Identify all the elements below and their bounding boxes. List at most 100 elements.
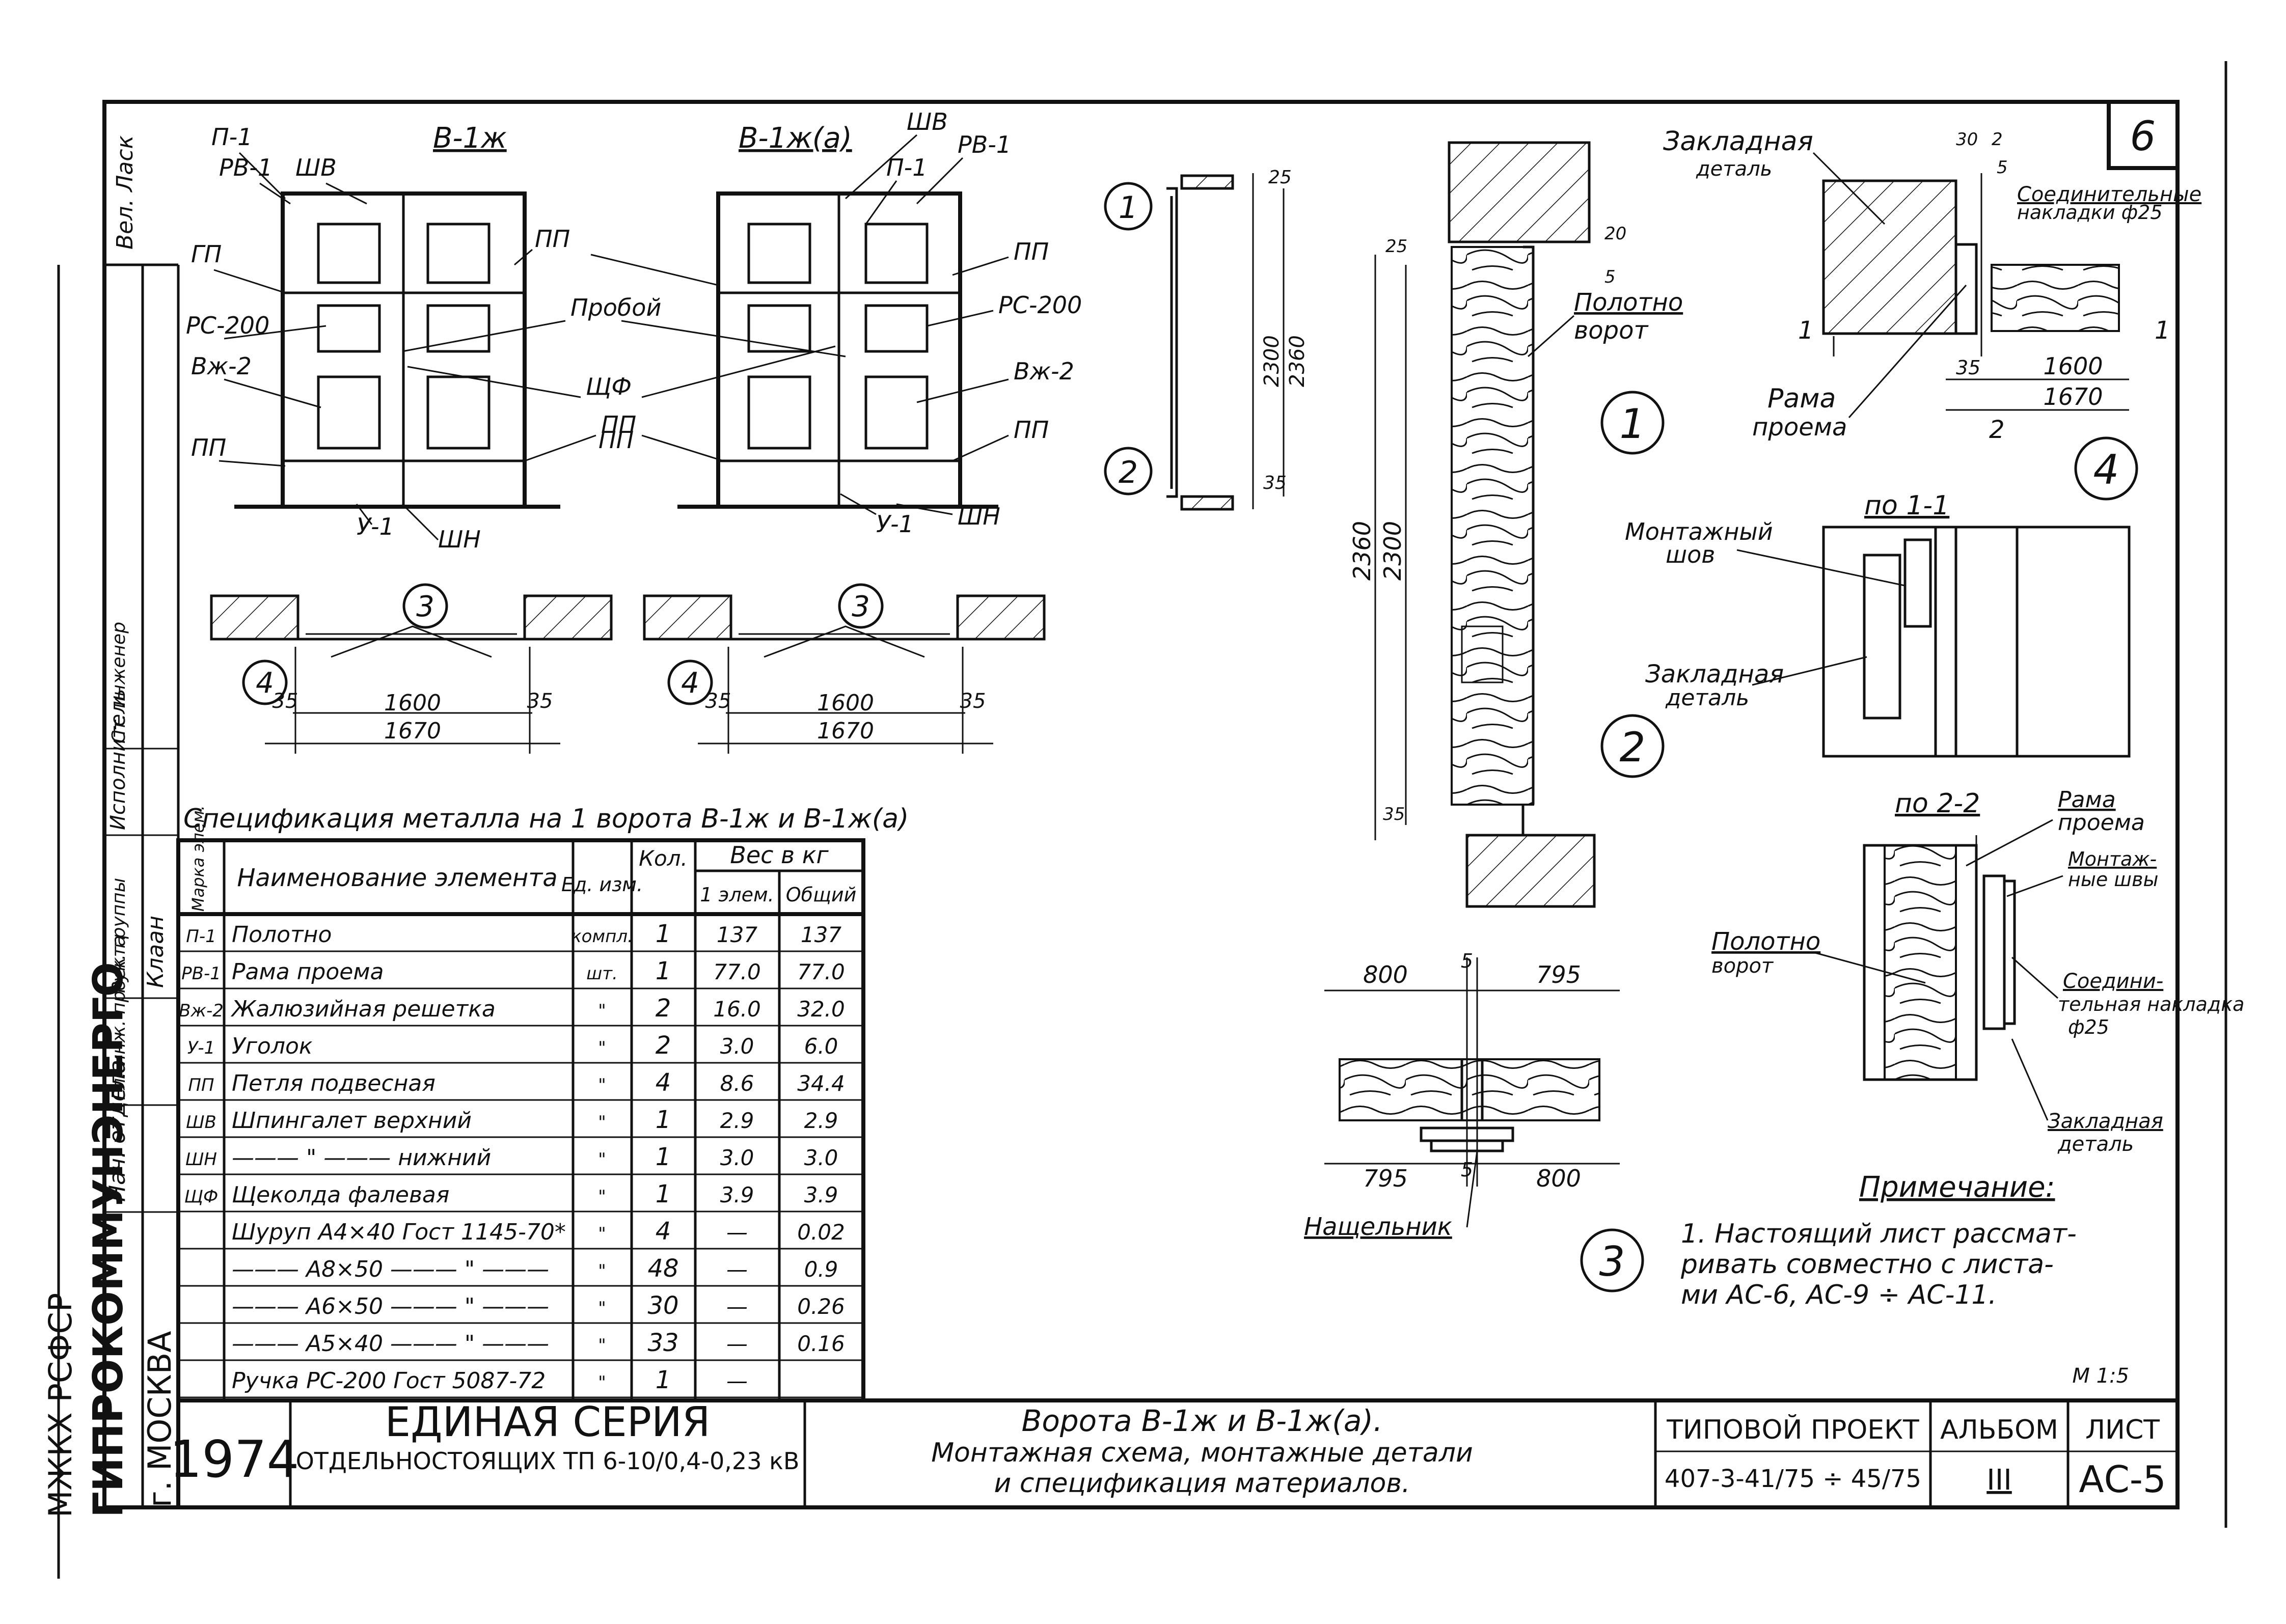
spec-cell-wtotal: 0.9 (804, 1257, 838, 1282)
lbl-r-shn: ШН (958, 503, 1000, 530)
hdr-mark: Марка элем. (188, 805, 208, 912)
spec-cell-unit: " (598, 1372, 606, 1393)
d4-label-soed: Соединительные (2017, 183, 2201, 206)
tb-desc-1: Ворота В-1ж и В-1ж(а). (1022, 1403, 1383, 1438)
spec-cell-unit: " (598, 1001, 606, 1021)
sec22-det: деталь (2057, 1133, 2134, 1156)
spec-cell-wtotal: 0.16 (797, 1331, 845, 1356)
gate-elevation-left: В-1ж П-1 РВ-1 ШВ ГП РС-200 Вж-2 ПП ПП У-… (186, 122, 634, 553)
d4-dim-5: 5 (1997, 157, 2008, 178)
spec-cell-name: Щеколда фалевая (232, 1182, 449, 1208)
sec-big-dim-20: 20 (1604, 224, 1626, 244)
lbl-l-shv: ШВ (295, 154, 337, 181)
d4-mark: 4 (2093, 446, 2119, 493)
spec-cell-qty: 1 (656, 1366, 671, 1394)
spec-cell-mark: У-1 (187, 1038, 215, 1058)
spec-cell-wtotal: 6.0 (804, 1034, 838, 1059)
spec-cell-w1: 3.0 (720, 1034, 754, 1059)
plan-l-mark-l: 4 (256, 667, 274, 700)
scale-label: М 1:5 (2072, 1364, 2129, 1388)
spec-cell-qty: 2 (656, 1031, 671, 1060)
spec-cell-mark: ШН (185, 1149, 217, 1170)
spec-cell-unit: " (598, 1149, 606, 1170)
tb-desc-2: Монтажная схема, монтажные детали (931, 1438, 1473, 1468)
d4-dim-1670: 1670 (2043, 383, 2103, 410)
plan-r-dim-35b: 35 (960, 690, 986, 713)
spec-cell-unit: " (598, 1075, 606, 1095)
tb-series-1: ЕДИНАЯ СЕРИЯ (385, 1398, 711, 1446)
lbl-c-pp: ПП (535, 225, 570, 253)
sec22-f25: ф25 (2068, 1016, 2109, 1038)
sec11-label-det: деталь (1665, 685, 1749, 711)
spec-cell-unit: шт. (586, 964, 618, 984)
org-line-3: г. МОСКВА (141, 1331, 178, 1507)
d3-dim-800a: 800 (1363, 961, 1408, 988)
spec-cell-w1: 3.0 (720, 1145, 754, 1170)
d4-label-proema: проема (1752, 413, 1847, 442)
lbl-c-pp2: ПП (601, 411, 636, 438)
lbl-l-pp: ПП (191, 434, 226, 461)
sec11-label-mont: Монтажный (1625, 518, 1773, 545)
signer-name: Клаан (143, 916, 169, 988)
org-line-1: МЖКХ РСФСР (42, 1293, 79, 1518)
tb-album-num: III (1986, 1464, 2012, 1497)
lbl-r-shv: ШВ (907, 108, 948, 135)
spec-cell-unit: компл. (571, 926, 633, 947)
lbl-r-rs200: РС-200 (998, 291, 1082, 319)
hdr-name: Наименование элемента (237, 864, 557, 892)
sheet-mark-box: 6 (2107, 100, 2180, 170)
d3-dim-795b: 795 (1363, 1165, 1408, 1192)
spec-cell-wtotal: 137 (801, 922, 841, 947)
spec-cell-qty: 1 (656, 1143, 671, 1171)
hdr-unit: Ед. изм. (561, 873, 643, 896)
lbl-r-pp: ПП (1014, 238, 1049, 265)
spec-title: Спецификация металла на 1 ворота В-1ж и … (183, 804, 909, 834)
spec-cell-name: ——— А8×50 ——— " ——— (232, 1256, 549, 1282)
spec-cell-w1: 2.9 (720, 1108, 754, 1133)
d3-dim-5b: 5 (1461, 1159, 1473, 1181)
sec-big-dim-25: 25 (1385, 236, 1407, 257)
spec-cell-qty: 30 (647, 1291, 678, 1320)
lbl-l-vzh2: Вж-2 (191, 352, 252, 380)
spec-cell-mark: П-1 (186, 926, 216, 947)
spec-cell-mark: Вж-2 (179, 1001, 224, 1021)
note-line-1: 1. Настоящий лист рассмат- (1681, 1219, 2077, 1249)
lbl-r-u1: У-1 (876, 510, 914, 538)
spec-cell-qty: 1 (656, 1106, 671, 1134)
d3-dim-795a: 795 (1536, 961, 1581, 988)
spec-cell-mark: ШВ (186, 1112, 216, 1133)
spec-cell-w1: 77.0 (713, 959, 761, 984)
spec-cell-wtotal: 3.0 (804, 1145, 838, 1170)
spec-cell-w1: — (726, 1220, 748, 1245)
spec-cell-unit: " (598, 1224, 606, 1244)
plan-r-mark-c: 3 (852, 590, 870, 623)
sec11-label-zakl: Закладная (1645, 660, 1784, 689)
lbl-l-gp: ГП (191, 240, 222, 268)
role-1: Нач. отдела (104, 1060, 130, 1202)
spec-cell-wtotal: 77.0 (797, 959, 845, 984)
spec-cell-wtotal: 0.02 (797, 1220, 845, 1245)
elev-left-title: В-1ж (433, 122, 507, 155)
plan-right: 3 4 35 1600 35 1670 (643, 583, 1046, 754)
role-3: Рук. группы (108, 878, 129, 993)
sec-small-dim-top: 25 (1268, 167, 1292, 188)
spec-cell-mark: РВ-1 (181, 964, 221, 984)
spec-cell-qty: 1 (656, 957, 671, 985)
spec-cell-mark: ПП (188, 1075, 214, 1095)
sec22-rama: Рама (2058, 787, 2116, 813)
plan-left: 3 4 35 1600 35 1670 (210, 583, 613, 754)
spec-cell-name: Шпингалет верхний (232, 1108, 472, 1134)
lbl-c-proboy: Пробой (570, 294, 661, 321)
detail-3: 800 5 795 795 5 800 Нащельник 3 (1304, 950, 1644, 1292)
lbl-r-pp2: ПП (1014, 416, 1049, 444)
d4-dim-35: 35 (1956, 356, 1980, 379)
spec-cell-unit: " (598, 1112, 606, 1133)
spec-cell-w1: — (726, 1331, 748, 1356)
spec-cell-name: Уголок (232, 1033, 313, 1059)
d4-secmark-2: 2 (1989, 416, 2005, 444)
spec-table[interactable]: Спецификация металла на 1 ворота В-1ж и … (176, 804, 909, 1402)
note-line-3: ми АС-6, АС-9 ÷ АС-11. (1681, 1280, 1997, 1310)
lbl-r-vzh2: Вж-2 (1014, 357, 1074, 385)
